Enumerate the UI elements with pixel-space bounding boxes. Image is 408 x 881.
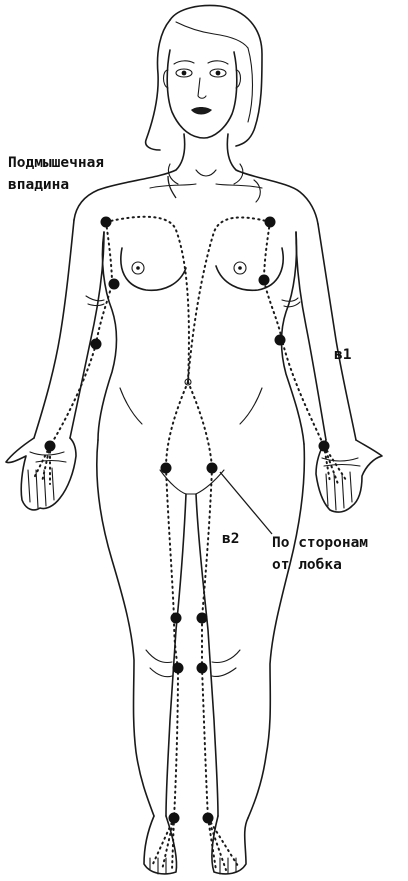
acupoints — [45, 217, 330, 824]
torso — [98, 232, 304, 444]
point-knee-left-upper — [171, 613, 182, 624]
point-arm-right-upper — [259, 275, 270, 286]
point-pubis-right — [207, 463, 218, 474]
label-axilla-line2: впадина — [8, 176, 69, 194]
feet — [144, 816, 248, 874]
label-meridian-b2: в2 — [222, 530, 239, 548]
point-elbow-right — [275, 335, 286, 346]
label-axilla-line1: Подмышечная — [8, 154, 104, 172]
point-elbow-left — [91, 339, 102, 350]
point-foot-right — [203, 813, 214, 824]
point-pubis-left — [161, 463, 172, 474]
pointer-lines — [168, 176, 272, 534]
point-hand-left — [45, 441, 56, 452]
point-knee-right-upper — [197, 613, 208, 624]
face — [164, 50, 241, 138]
point-foot-left — [169, 813, 180, 824]
point-axilla-left — [101, 217, 112, 228]
label-meridian-b1: в1 — [334, 346, 351, 364]
label-pubis-line1: По сторонам — [272, 534, 368, 552]
point-axilla-right — [265, 217, 276, 228]
point-hand-right — [319, 441, 330, 452]
legs — [97, 440, 305, 818]
point-arm-left-upper — [109, 279, 120, 290]
neck-shoulders — [74, 134, 318, 224]
left-hand — [6, 438, 76, 510]
point-knee-right-lower — [197, 663, 208, 674]
arms — [34, 220, 356, 440]
point-knee-left-lower — [173, 663, 184, 674]
label-pubis-line2: от лобка — [272, 556, 342, 574]
